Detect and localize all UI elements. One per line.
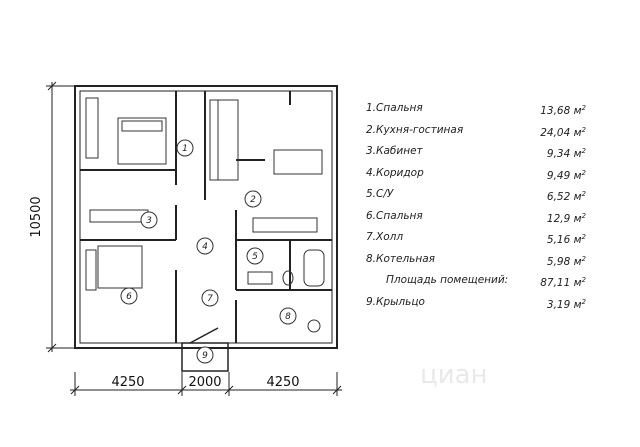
room-name: 4.Коридор	[366, 166, 424, 179]
room-area: 5,16 м2	[546, 233, 586, 246]
bathtub	[303, 249, 325, 287]
room-marker-labels: 1 2 3 4 5 6 7 8 9	[126, 144, 291, 361]
room-area: 5,98 м2	[546, 254, 586, 268]
legend-total-row: Площадь помещений: 87,11 м2	[366, 270, 586, 292]
room-name: 8.Котельная	[366, 252, 435, 265]
vertical-dimension	[46, 81, 75, 353]
total-label: Площадь помещений:	[386, 274, 509, 286]
room-number-1: 1	[182, 144, 188, 154]
room-area: 9,49 м2	[546, 168, 586, 182]
room-name: 5.С/У	[366, 188, 394, 200]
furniture	[85, 97, 325, 333]
room-area: 12,9 м2	[546, 211, 586, 225]
desk-room-3	[89, 209, 149, 223]
legend-row: 2.Кухня-гостиная 24,04 м2	[366, 120, 586, 142]
porch-area: 3,19 м2	[546, 297, 586, 311]
room-area: 9,34 м2	[546, 147, 586, 160]
width-dimension-left: 4250	[111, 375, 144, 390]
wardrobe-room-6	[85, 249, 97, 291]
bed-room-1	[117, 117, 167, 165]
height-dimension: 10500	[29, 196, 44, 237]
room-area: 13,68 м2	[540, 104, 586, 117]
width-dimension-right: 4250	[266, 375, 299, 390]
room-number-7: 7	[207, 294, 213, 304]
kitchen-counter	[252, 217, 318, 233]
legend-row: 7.Холл 5,16 м2	[366, 227, 586, 249]
sink	[247, 271, 273, 285]
legend-row: 3.Кабинет 9,34 м2	[366, 141, 586, 163]
dining-table	[273, 149, 323, 175]
room-name: 7.Холл	[366, 231, 404, 243]
legend-row: 5.С/У 6,52 м2	[366, 184, 586, 206]
legend-porch-row: 9.Крыльцо 3,19 м2	[366, 292, 586, 314]
legend-row: 1.Спальня 13,68 м2	[366, 98, 586, 120]
room-number-9: 9	[202, 351, 208, 361]
room-area: 6,52 м2	[546, 190, 586, 203]
porch	[181, 327, 229, 372]
horizontal-dimension	[70, 372, 342, 396]
bed-room-6	[97, 245, 143, 289]
room-area: 24,04 м2	[540, 125, 586, 139]
wardrobe-room-1	[85, 97, 99, 159]
room-number-4: 4	[202, 242, 208, 252]
boiler	[307, 319, 321, 333]
porch-name: 9.Крыльцо	[366, 295, 425, 308]
interior-walls	[80, 91, 332, 343]
width-dimension-middle: 2000	[188, 375, 221, 390]
legend-row: 4.Коридор 9,49 м2	[366, 163, 586, 185]
room-number-8: 8	[285, 312, 291, 322]
room-number-3: 3	[146, 216, 152, 226]
room-markers	[120, 139, 297, 364]
room-name: 3.Кабинет	[366, 145, 423, 157]
room-number-5: 5	[252, 252, 258, 262]
watermark: циан	[420, 360, 488, 390]
legend-row: 8.Котельная 5,98 м2	[366, 249, 586, 271]
legend-row: 6.Спальня 12,9 м2	[366, 206, 586, 228]
room-number-2: 2	[250, 195, 256, 205]
room-name: 6.Спальня	[366, 209, 423, 222]
total-area: 87,11 м2	[540, 276, 586, 289]
sofa	[209, 99, 239, 181]
room-name: 2.Кухня-гостиная	[366, 123, 464, 136]
room-number-6: 6	[126, 292, 132, 302]
room-legend: 1.Спальня 13,68 м2 2.Кухня-гостиная 24,0…	[366, 98, 586, 313]
toilet	[282, 270, 294, 286]
room-name: 1.Спальня	[366, 102, 423, 114]
